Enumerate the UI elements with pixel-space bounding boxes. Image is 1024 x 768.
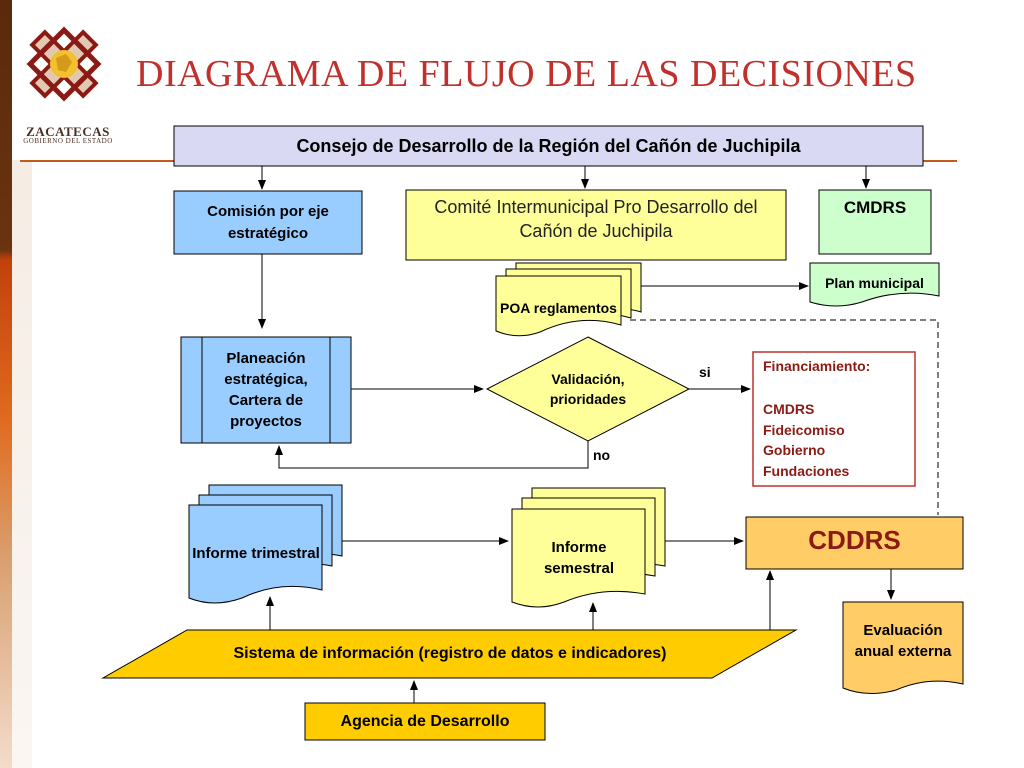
evaluacion-node [842, 601, 964, 694]
planeacion-label: Planeación estratégica, Cartera de proye… [224, 350, 308, 430]
informe-trimestral-label: Informe trimestral [192, 544, 320, 562]
agencia-label: Agencia de Desarrollo [340, 712, 510, 730]
validacion-label: Validación, prioridades [549, 371, 627, 407]
title-rule-left [20, 160, 174, 162]
zacatecas-logo: ZACATECAS GOBIERNO DEL ESTADO [8, 6, 120, 146]
financiamiento-node [752, 351, 916, 487]
page-title: DIAGRAMA DE FLUJO DE LAS DECISIONES [136, 53, 917, 95]
logo-emblem-icon [26, 26, 102, 102]
financiamiento-title: Financiamiento: [763, 358, 871, 374]
poa-label: POA reglamentos [500, 300, 617, 316]
financiamiento-item: Fundaciones [763, 462, 850, 479]
plan-municipal-node [809, 262, 940, 307]
cmdrs-label: CMDRS [843, 198, 907, 217]
informe-semestral-label: Informe semestral [543, 539, 615, 577]
left-decorative-strip [0, 0, 12, 768]
comite-node [405, 189, 787, 261]
planeacion-node [180, 336, 352, 444]
financiamiento-item: Gobierno [763, 442, 826, 458]
plan-municipal-label: Plan municipal [825, 275, 924, 291]
left-decorative-strip-light [12, 160, 32, 768]
cddrs-node [745, 516, 964, 570]
agencia-node [304, 702, 546, 741]
evaluacion-label: Evaluación anual externa [854, 622, 952, 660]
poa-doc-front [495, 275, 622, 337]
title-rule-right [923, 160, 957, 162]
financiamiento-list: CMDRS Fideicomiso Gobierno Fundaciones [763, 399, 849, 481]
financiamiento-item: CMDRS [763, 401, 815, 417]
informe-trimestral-node [188, 504, 323, 604]
informe-semestral-node [511, 508, 646, 608]
edge-label-si: si [699, 364, 711, 380]
consejo-node [173, 125, 924, 167]
cddrs-label: CDDRS [808, 524, 901, 555]
cmdrs-node [818, 189, 932, 255]
comision-node [173, 190, 363, 255]
comision-label: Comisión por eje estratégico [207, 202, 329, 242]
logo-subtext: GOBIERNO DEL ESTADO [23, 137, 113, 145]
logo-text: ZACATECAS [26, 124, 110, 139]
sistema-label: Sistema de información (registro de dato… [233, 645, 667, 662]
comite-label: Comité Intermunicipal Pro Desarrollo del… [434, 197, 758, 241]
financiamiento-item: Fideicomiso [763, 421, 845, 438]
consejo-label: Consejo de Desarrollo de la Región del C… [296, 135, 801, 156]
edge-label-no: no [593, 447, 611, 463]
